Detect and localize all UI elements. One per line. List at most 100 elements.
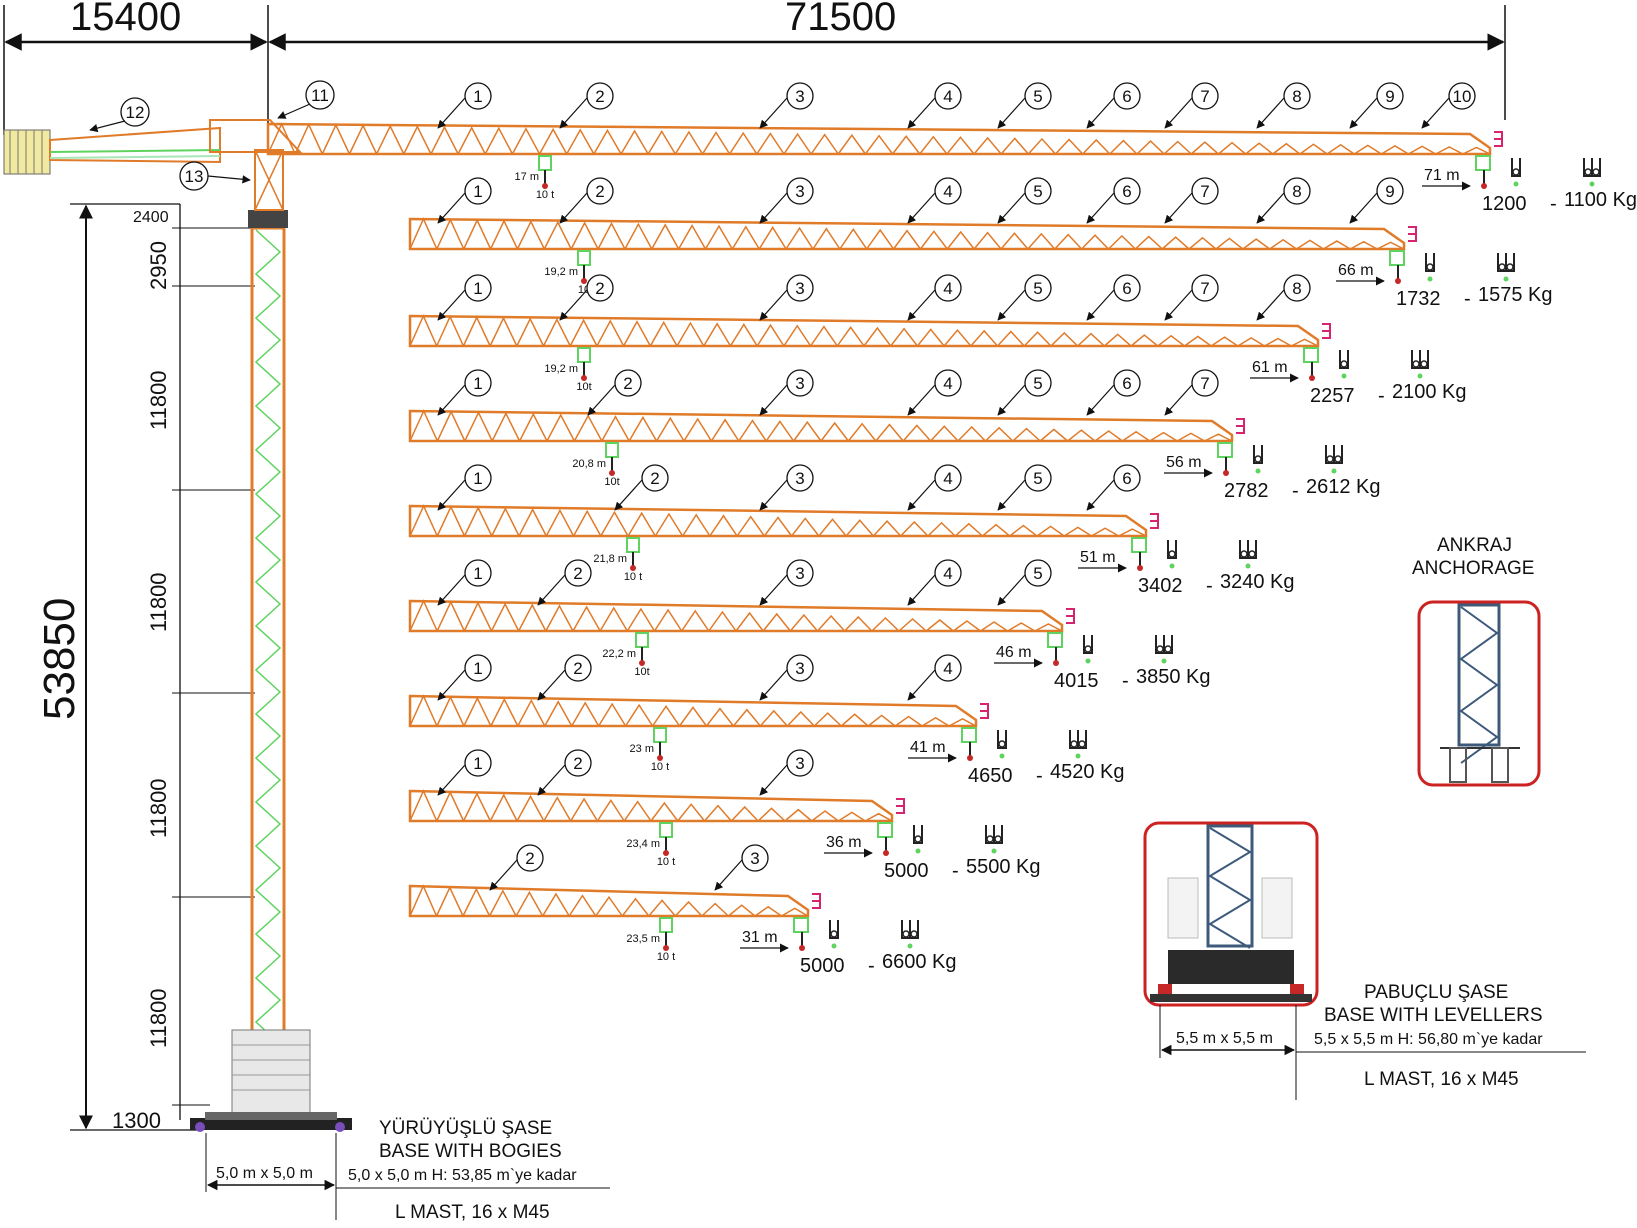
- segment-callout: 3: [759, 654, 814, 701]
- segment-number: 6: [1122, 374, 1131, 393]
- segment-callout: 2: [537, 749, 592, 796]
- load-single-fall: 1732: [1396, 288, 1441, 310]
- segment-callout: 4: [907, 654, 962, 701]
- segment-callout: 2: [614, 464, 669, 511]
- hook-fall-icons: [829, 920, 919, 949]
- tip-trolley: [1303, 323, 1331, 381]
- segment-callout: 2: [559, 82, 614, 129]
- counter-jib: [3, 119, 303, 211]
- load-separator: -: [1550, 193, 1557, 215]
- segment-callout: 2: [587, 369, 642, 416]
- single-fall-hook-icon: [1253, 445, 1263, 464]
- segment-callout: 2: [559, 274, 614, 321]
- segment-callout: 8: [1256, 177, 1311, 224]
- segment-callout: 1: [437, 654, 492, 701]
- segment-number: 1: [473, 374, 482, 393]
- load-double-fall: 6600 Kg: [882, 951, 957, 973]
- load-double-fall: 2100 Kg: [1392, 381, 1467, 403]
- segment-number: 10: [1453, 87, 1472, 106]
- segment-callout: 3: [759, 749, 814, 796]
- hook-load: 10 t: [651, 761, 669, 773]
- double-fall-hook-icon: [985, 825, 1003, 844]
- segment-number: 2: [525, 849, 534, 868]
- bogies-title-tr: YÜRÜYÜŞLÜ ŞASE: [379, 1118, 552, 1139]
- hook-position: 22,2 m: [602, 648, 636, 660]
- segment-number: 3: [795, 182, 804, 201]
- load-separator: -: [1292, 480, 1299, 502]
- mast-dim-1: 2950: [146, 241, 171, 290]
- jib-radius: 41 m: [910, 739, 946, 756]
- segment-callout: 9: [1349, 177, 1404, 224]
- segment-callout: 8: [1256, 274, 1311, 321]
- hook-fall-icons: [1253, 445, 1343, 474]
- load-double-fall: 1100 Kg: [1564, 189, 1637, 211]
- segment-number: 2: [573, 659, 582, 678]
- double-fall-hook-icon: [901, 920, 919, 939]
- hook-position: 19,2 m: [544, 363, 578, 375]
- segment-number: 3: [795, 564, 804, 583]
- segment-number: 5: [1033, 279, 1042, 298]
- jib-truss: [266, 122, 1492, 156]
- segment-number: 7: [1200, 279, 1209, 298]
- hook-position: 23,5 m: [626, 933, 660, 945]
- segment-callout: 1: [437, 177, 492, 224]
- segment-callout: 4: [907, 559, 962, 606]
- jib-radius: 61 m: [1252, 359, 1288, 376]
- tower-callout-number: 12: [126, 103, 145, 122]
- mast-dim-4: 11800: [146, 778, 171, 838]
- jib-lattice: [409, 314, 1319, 347]
- hook-fall-icons: [1425, 253, 1515, 282]
- segment-number: 3: [750, 849, 759, 868]
- segment-callout: 6: [1086, 274, 1141, 321]
- segment-callout: 3: [759, 559, 814, 606]
- double-fall-hook-icon: [1325, 445, 1343, 464]
- jib-truss: [408, 504, 1148, 538]
- bogies-title-en: BASE WITH BOGIES: [379, 1141, 562, 1162]
- jib-radius: 71 m: [1424, 167, 1460, 184]
- tower-callout: 11: [277, 80, 335, 119]
- segment-number: 6: [1122, 469, 1131, 488]
- mast-dim-3: 11800: [146, 572, 171, 632]
- load-double-fall: 5500 Kg: [966, 856, 1041, 878]
- hook-trolley: 23,5 m10 t: [626, 917, 675, 963]
- segment-callout: 4: [907, 274, 962, 321]
- jib-radius: 46 m: [996, 644, 1032, 661]
- segment-number: 7: [1200, 182, 1209, 201]
- bogies-spec: 5,0 x 5,0 m H: 53,85 m`ye kadar: [348, 1167, 577, 1184]
- single-fall-hook-icon: [997, 730, 1007, 749]
- load-single-fall: 5000: [800, 955, 845, 977]
- load-separator: -: [1378, 385, 1385, 407]
- hook-trolley: 22,2 m 10t: [602, 632, 650, 678]
- segment-number: 1: [473, 564, 482, 583]
- segment-number: 3: [795, 374, 804, 393]
- segment-callout: 3: [759, 274, 814, 321]
- levellers-mast: L MAST, 16 x M45: [1364, 1069, 1519, 1090]
- radius-label: 51 m: [1078, 549, 1127, 573]
- jib-truss: [408, 314, 1320, 348]
- segment-callout: 6: [1086, 369, 1141, 416]
- segment-number: 2: [650, 469, 659, 488]
- segment-number: 1: [473, 182, 482, 201]
- segment-callout: 9: [1349, 82, 1404, 129]
- segment-callout: 2: [537, 654, 592, 701]
- mast-dim-0: 2400: [133, 209, 169, 226]
- segment-number: 4: [943, 87, 952, 106]
- hook-position: 20,8 m: [572, 458, 606, 470]
- load-single-fall: 2257: [1310, 385, 1355, 407]
- hook-trolley: 21,8 m10 t: [593, 537, 642, 583]
- segment-callout: 7: [1164, 177, 1219, 224]
- tip-trolley: [877, 798, 905, 856]
- segment-number: 2: [595, 87, 604, 106]
- hook-load: 10t: [634, 666, 649, 678]
- main-jib-length: 71500: [785, 0, 896, 39]
- segment-callout: 2: [537, 559, 592, 606]
- segment-number: 9: [1385, 182, 1394, 201]
- hook-fall-icons: [1167, 540, 1257, 569]
- hook-fall-icons: [1511, 158, 1601, 187]
